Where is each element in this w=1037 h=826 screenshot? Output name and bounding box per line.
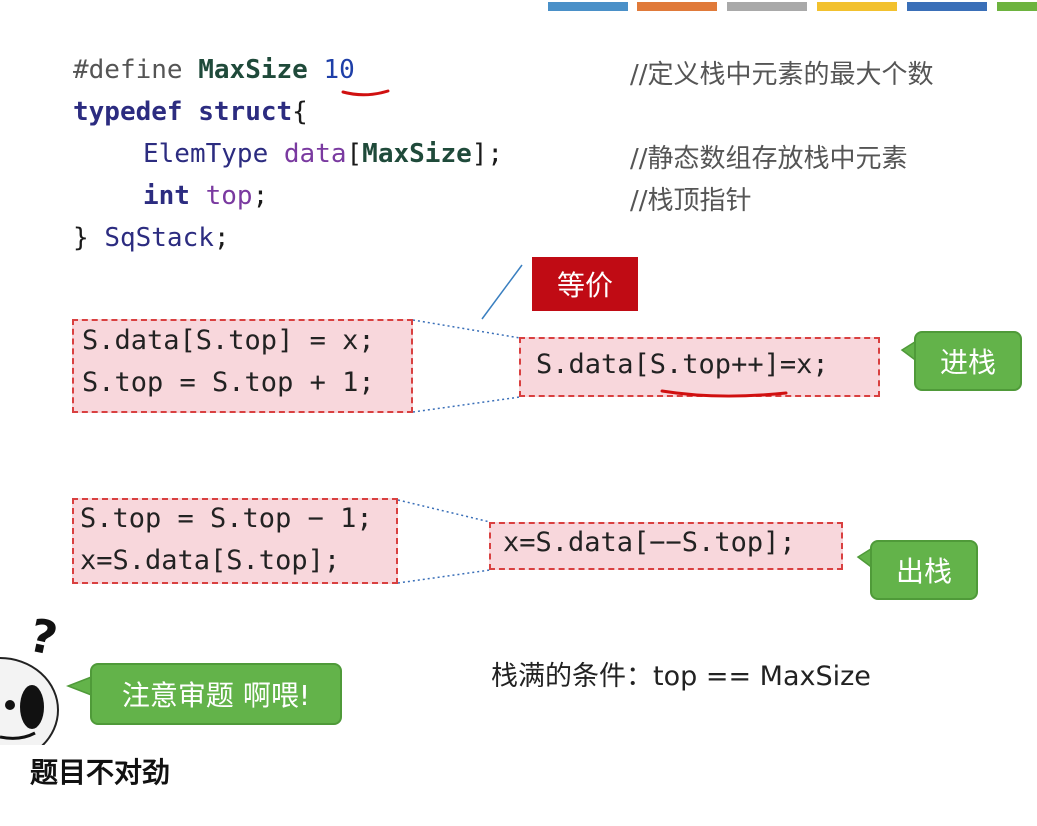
int-keyword: int bbox=[143, 181, 190, 211]
code-line-data: ElemType data[MaxSize]; bbox=[143, 133, 503, 175]
code-line-typedef: typedef struct{ bbox=[73, 91, 308, 133]
push-callout: 进栈 bbox=[914, 331, 1022, 391]
define-name: MaxSize bbox=[198, 55, 308, 85]
define-keyword: #define bbox=[73, 55, 183, 85]
pop-callout: 出栈 bbox=[870, 540, 978, 600]
note-bubble: 注意审题 啊喂! bbox=[90, 663, 342, 725]
close-brace: } bbox=[73, 223, 89, 253]
struct-keyword: struct bbox=[198, 97, 293, 127]
pop-equivalent-code: x=S.data[−−S.top]; bbox=[503, 527, 796, 558]
close-semicolon: ; bbox=[213, 223, 230, 253]
underline-mark-10 bbox=[341, 89, 390, 97]
bracket-open: [ bbox=[346, 139, 363, 169]
color-bar-1 bbox=[548, 2, 628, 11]
pop-equivalent-box bbox=[489, 522, 843, 570]
data-field: data bbox=[283, 139, 347, 169]
color-bar-5 bbox=[907, 2, 987, 11]
equivalent-label: 等价 bbox=[532, 257, 638, 311]
push-two-step-box bbox=[72, 319, 413, 413]
underline-mark-top-increment bbox=[660, 389, 788, 398]
stack-full-condition: 栈满的条件：top == MaxSize bbox=[491, 661, 871, 692]
elemtype-type: ElemType bbox=[143, 139, 269, 169]
color-bar-6 bbox=[997, 2, 1037, 11]
semicolon: ; bbox=[252, 181, 269, 211]
code-line-close: } SqStack; bbox=[73, 217, 230, 259]
push-equivalent-code: S.data[S.top++]=x; bbox=[536, 349, 829, 380]
panda-meme-icon bbox=[0, 657, 59, 745]
open-brace: { bbox=[292, 97, 308, 127]
push-line-1: S.data[S.top] = x; bbox=[82, 325, 375, 356]
pop-two-step-box bbox=[72, 498, 398, 584]
array-size: MaxSize bbox=[362, 139, 472, 169]
pop-line-1: S.top = S.top − 1; bbox=[80, 503, 373, 534]
top-field: top bbox=[205, 181, 253, 211]
code-line-top: int top; bbox=[143, 175, 268, 217]
color-bar-3 bbox=[727, 2, 807, 11]
define-value: 10 bbox=[323, 55, 355, 85]
comment-top: //栈顶指针 bbox=[630, 186, 752, 216]
sqstack-name: SqStack bbox=[104, 223, 214, 253]
comment-data: //静态数组存放栈中元素 bbox=[630, 144, 908, 174]
push-equivalent-box bbox=[519, 337, 880, 397]
bracket-close: ]; bbox=[471, 139, 504, 169]
typedef-keyword: typedef bbox=[73, 97, 183, 127]
color-bar-4 bbox=[817, 2, 897, 11]
code-line-define: #define MaxSize 10 bbox=[73, 49, 355, 91]
pop-line-2: x=S.data[S.top]; bbox=[80, 545, 341, 576]
meme-caption: 题目不对劲 bbox=[30, 756, 171, 789]
comment-maxsize: //定义栈中元素的最大个数 bbox=[630, 60, 934, 90]
push-line-2: S.top = S.top + 1; bbox=[82, 367, 375, 398]
color-bar-2 bbox=[637, 2, 717, 11]
